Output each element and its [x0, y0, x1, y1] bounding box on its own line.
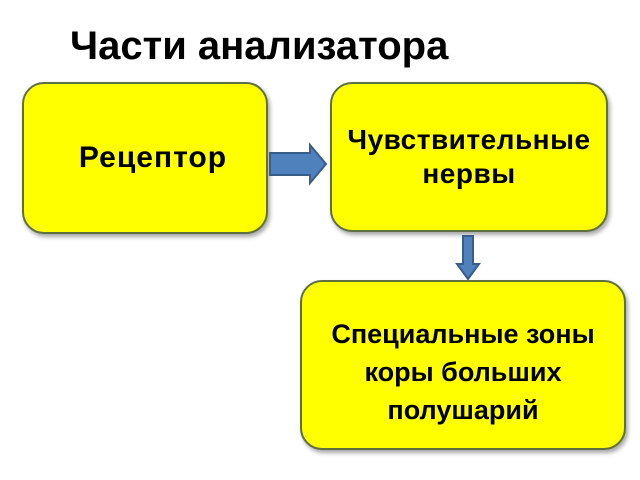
arrow-right-icon — [269, 142, 328, 186]
arrow-down-icon — [455, 235, 481, 281]
diagram-title: Части анализатора — [70, 24, 449, 68]
sensory-nerves-label: Чувствительные нервы — [347, 124, 591, 189]
cortex-zones-box: Специальные зоны коры больших полушарий — [300, 280, 626, 450]
receptor-box: Рецептор — [22, 82, 268, 234]
cortex-zones-label: Специальные зоны коры больших полушарий — [331, 319, 595, 425]
receptor-label: Рецептор — [78, 141, 228, 174]
sensory-nerves-box: Чувствительные нервы — [330, 82, 608, 232]
